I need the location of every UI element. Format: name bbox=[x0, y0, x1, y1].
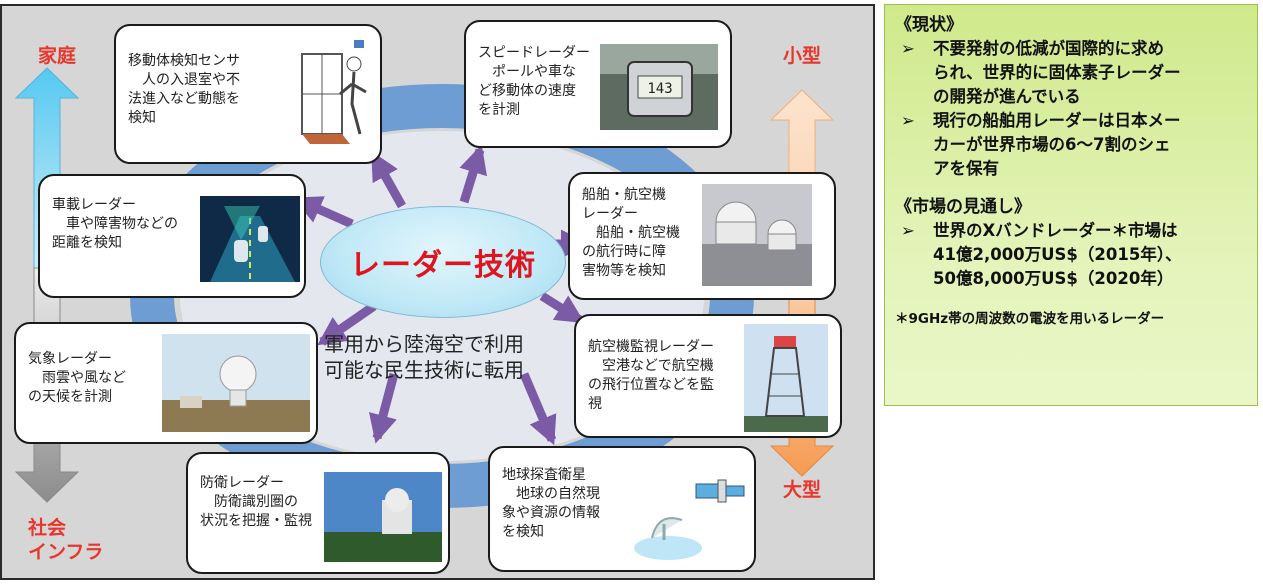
bullet-line: られ、世界的に固体素子レーダー bbox=[933, 63, 1181, 82]
box-text: 防衛識別圏の bbox=[200, 494, 298, 510]
box-text: の飛行位置などを監 bbox=[588, 377, 714, 393]
box-aircraft-surveillance-radar: 航空機監視レーダー 空港などで航空機 の飛行位置などを監 視 bbox=[574, 314, 842, 438]
box-text: 法進入など動態を bbox=[128, 91, 240, 107]
box-text: ど移動体の速度 bbox=[478, 83, 576, 99]
box-text: 視 bbox=[588, 396, 602, 412]
bullet-arrow-icon: ➢ bbox=[901, 111, 915, 130]
box-motion-sensor: 移動体検知センサ 人の入退室や不 法進入など動態を 検知 bbox=[114, 24, 382, 164]
box-text: 船舶・航空機 bbox=[582, 225, 680, 241]
box-text: 防衛レーダー bbox=[200, 475, 284, 491]
box-speed-radar: スピードレーダー ポールや車な ど移動体の速度 を計測 143 bbox=[464, 20, 732, 148]
box-text: 状況を把握・監視 bbox=[200, 513, 312, 529]
conversion-line-1: 軍用から陸海空で利用 bbox=[324, 332, 524, 356]
axis-label-household: 家庭 bbox=[38, 45, 77, 67]
satellite-illustration bbox=[630, 468, 748, 564]
box-text: 地球探査衛星 bbox=[502, 467, 586, 483]
axis-label-social-infrastructure: 社会 インフラ bbox=[28, 517, 104, 563]
center-radar-technology: レーダー技術 bbox=[320, 206, 566, 318]
radial-arrows bbox=[292, 144, 590, 446]
heading-current-status: 《現状》 bbox=[895, 15, 963, 35]
conversion-text: 軍用から陸海空で利用 可能な民生技術に転用 bbox=[324, 331, 524, 383]
box-vehicle-radar: 車載レーダー 車や障害物などの 距離を検知 bbox=[38, 174, 306, 298]
axis-label-small: 小型 bbox=[783, 45, 822, 67]
box-text: 気象レーダー bbox=[28, 351, 112, 367]
box-text: の天候を計測 bbox=[28, 389, 112, 405]
bullet-line: 50億8,000万US$（2020年） bbox=[933, 269, 1174, 288]
bullet-item: ➢ 世界のXバンドレーダー＊市場は 41億2,000万US$（2015年）、 5… bbox=[895, 219, 1247, 291]
vehicle-radar-illustration bbox=[200, 196, 300, 282]
ship-radar-photo bbox=[702, 184, 812, 286]
box-text: を検知 bbox=[502, 524, 544, 540]
radar-diagram: 家庭 社会 インフラ 小型 大型 レーダー技術 軍用から陸海空で利用 可能な民生… bbox=[0, 4, 875, 580]
motion-sensor-illustration bbox=[294, 34, 376, 156]
box-ship-aircraft-radar: 船舶・航空機 レーダー 船舶・航空機 の航行時に障 害物等を検知 bbox=[568, 172, 836, 300]
box-text: 象や資源の情報 bbox=[502, 505, 600, 521]
box-text: 検知 bbox=[128, 110, 156, 126]
bullet-arrow-icon: ➢ bbox=[901, 39, 915, 58]
box-text: 空港などで航空機 bbox=[588, 358, 714, 374]
bullet-line: 現行の船舶用レーダーは日本メー bbox=[933, 111, 1181, 130]
svg-text:143: 143 bbox=[647, 81, 672, 97]
box-text: 人の入退室や不 bbox=[128, 72, 240, 88]
speed-radar-photo: 143 bbox=[600, 44, 718, 130]
box-text: スピードレーダー bbox=[478, 45, 590, 61]
box-text: 航空機監視レーダー bbox=[588, 339, 714, 355]
aircraft-radar-tower-photo bbox=[744, 324, 828, 432]
box-text: の航行時に障 bbox=[582, 244, 666, 260]
box-defense-radar: 防衛レーダー 防衛識別圏の 状況を把握・監視 bbox=[186, 452, 450, 574]
weather-radar-photo bbox=[162, 334, 310, 432]
box-earth-observation-satellite: 地球探査衛星 地球の自然現 象や資源の情報 を検知 bbox=[488, 446, 756, 572]
box-weather-radar: 気象レーダー 雨雲や風など の天候を計測 bbox=[14, 322, 318, 444]
bullet-item: ➢ 現行の船舶用レーダーは日本メー カーが世界市場の6～7割のシェ アを保有 bbox=[895, 109, 1247, 181]
bullet-line: アを保有 bbox=[933, 159, 999, 178]
info-panel: 《現状》 ➢ 不要発射の低減が国際的に求め られ、世界的に固体素子レーダー の開… bbox=[884, 4, 1258, 406]
defense-radar-photo bbox=[324, 472, 442, 562]
box-text: 害物等を検知 bbox=[582, 263, 666, 279]
box-text: 雨雲や風など bbox=[28, 370, 126, 386]
box-text: 車や障害物などの bbox=[52, 216, 178, 232]
footnote: ＊9GHz帯の周波数の電波を用いるレーダー bbox=[895, 311, 1165, 327]
bullet-line: 不要発射の低減が国際的に求め bbox=[933, 39, 1164, 58]
bullet-item: ➢ 不要発射の低減が国際的に求め られ、世界的に固体素子レーダー の開発が進んで… bbox=[895, 37, 1247, 109]
bullet-line: 41億2,000万US$（2015年）、 bbox=[933, 245, 1182, 264]
box-text: 船舶・航空機 bbox=[582, 187, 666, 203]
box-text: レーダー bbox=[582, 206, 638, 222]
box-text: ポールや車な bbox=[478, 64, 576, 80]
box-text: 移動体検知センサ bbox=[128, 53, 240, 69]
conversion-line-2: 可能な民生技術に転用 bbox=[324, 358, 524, 382]
axis-label-large: 大型 bbox=[783, 479, 822, 501]
box-text: 地球の自然現 bbox=[502, 486, 600, 502]
center-label: レーダー技術 bbox=[350, 248, 536, 283]
bullet-line: カーが世界市場の6～7割のシェ bbox=[933, 135, 1171, 154]
box-text: 距離を検知 bbox=[52, 235, 122, 251]
bullet-arrow-icon: ➢ bbox=[901, 221, 915, 240]
bullet-line: 世界のXバンドレーダー＊市場は bbox=[933, 221, 1178, 240]
heading-market-outlook: 《市場の見通し》 bbox=[895, 197, 1031, 217]
bullet-line: の開発が進んでいる bbox=[933, 87, 1081, 106]
box-text: を計測 bbox=[478, 102, 520, 118]
box-text: 車載レーダー bbox=[52, 197, 136, 213]
